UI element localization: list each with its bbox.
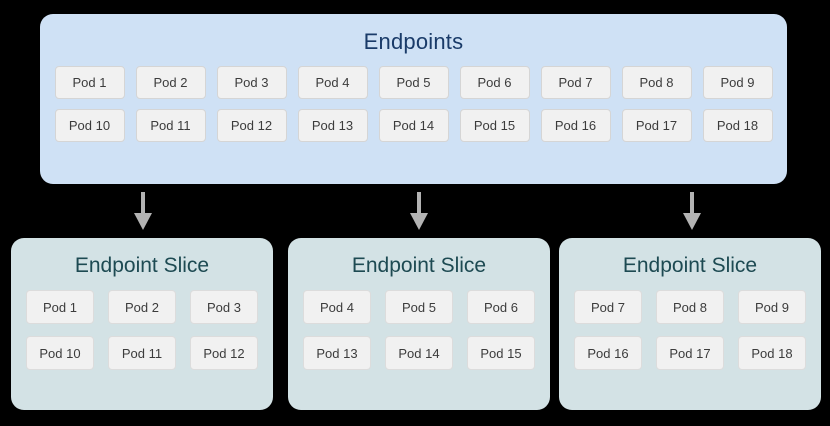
endpoints-pod-row: Pod 10 Pod 11 Pod 12 Pod 13 Pod 14 Pod 1… — [51, 109, 776, 142]
endpoint-slice-pod-row: Pod 1 Pod 2 Pod 3 — [11, 290, 273, 324]
arrow-head — [134, 213, 152, 230]
arrow-down-icon — [683, 192, 701, 230]
pod-chip: Pod 8 — [656, 290, 724, 324]
pod-chip: Pod 12 — [216, 109, 287, 142]
endpoints-title: Endpoints — [363, 29, 464, 54]
pod-chip: Pod 11 — [135, 109, 206, 142]
endpoints-pod-grid: Pod 1 Pod 2 Pod 3 Pod 4 Pod 5 Pod 6 Pod … — [40, 66, 787, 142]
pod-chip: Pod 4 — [297, 66, 368, 99]
endpoint-slice-pod-row: Pod 4 Pod 5 Pod 6 — [288, 290, 550, 324]
pod-chip: Pod 13 — [297, 109, 368, 142]
pod-chip: Pod 11 — [108, 336, 176, 370]
pod-chip: Pod 7 — [574, 290, 642, 324]
endpoint-slice-pod-grid: Pod 1 Pod 2 Pod 3 Pod 10 Pod 11 Pod 12 — [11, 290, 273, 370]
pod-chip: Pod 1 — [26, 290, 94, 324]
endpoint-slice-pod-row: Pod 13 Pod 14 Pod 15 — [288, 336, 550, 370]
endpoint-slice-panel-1: Endpoint Slice Pod 1 Pod 2 Pod 3 Pod 10 … — [11, 238, 273, 410]
arrow-shaft — [417, 192, 421, 216]
pod-chip: Pod 6 — [459, 66, 530, 99]
pod-chip: Pod 10 — [54, 109, 125, 142]
pod-chip: Pod 10 — [26, 336, 94, 370]
pod-chip: Pod 15 — [459, 109, 530, 142]
pod-chip: Pod 16 — [540, 109, 611, 142]
pod-chip: Pod 2 — [108, 290, 176, 324]
arrow-down-icon — [134, 192, 152, 230]
endpoint-slice-panel-3: Endpoint Slice Pod 7 Pod 8 Pod 9 Pod 16 … — [559, 238, 821, 410]
arrow-down-icon — [410, 192, 428, 230]
arrow-head — [410, 213, 428, 230]
endpoint-slice-pod-grid: Pod 4 Pod 5 Pod 6 Pod 13 Pod 14 Pod 15 — [288, 290, 550, 370]
pod-chip: Pod 18 — [702, 109, 773, 142]
pod-chip: Pod 17 — [656, 336, 724, 370]
endpoint-slice-pod-row: Pod 10 Pod 11 Pod 12 — [11, 336, 273, 370]
pod-chip: Pod 1 — [54, 66, 125, 99]
pod-chip: Pod 5 — [385, 290, 453, 324]
endpoint-slice-pod-grid: Pod 7 Pod 8 Pod 9 Pod 16 Pod 17 Pod 18 — [559, 290, 821, 370]
endpoint-slice-title: Endpoint Slice — [74, 254, 210, 277]
pod-chip: Pod 7 — [540, 66, 611, 99]
endpoint-slice-title: Endpoint Slice — [351, 254, 487, 277]
pod-chip: Pod 16 — [574, 336, 642, 370]
pod-chip: Pod 2 — [135, 66, 206, 99]
pod-chip: Pod 14 — [378, 109, 449, 142]
pod-chip: Pod 17 — [621, 109, 692, 142]
pod-chip: Pod 6 — [467, 290, 535, 324]
endpoint-slice-panel-2: Endpoint Slice Pod 4 Pod 5 Pod 6 Pod 13 … — [288, 238, 550, 410]
endpoints-pod-row: Pod 1 Pod 2 Pod 3 Pod 4 Pod 5 Pod 6 Pod … — [51, 66, 776, 99]
arrow-shaft — [141, 192, 145, 216]
pod-chip: Pod 3 — [190, 290, 258, 324]
pod-chip: Pod 9 — [738, 290, 806, 324]
pod-chip: Pod 5 — [378, 66, 449, 99]
pod-chip: Pod 3 — [216, 66, 287, 99]
pod-chip: Pod 18 — [738, 336, 806, 370]
pod-chip: Pod 14 — [385, 336, 453, 370]
endpoint-slice-pod-row: Pod 16 Pod 17 Pod 18 — [559, 336, 821, 370]
pod-chip: Pod 9 — [702, 66, 773, 99]
arrow-head — [683, 213, 701, 230]
pod-chip: Pod 13 — [303, 336, 371, 370]
pod-chip: Pod 4 — [303, 290, 371, 324]
pod-chip: Pod 8 — [621, 66, 692, 99]
pod-chip: Pod 15 — [467, 336, 535, 370]
endpoints-panel: Endpoints Pod 1 Pod 2 Pod 3 Pod 4 Pod 5 … — [40, 14, 787, 184]
pod-chip: Pod 12 — [190, 336, 258, 370]
arrow-shaft — [690, 192, 694, 216]
endpoint-slice-title: Endpoint Slice — [622, 254, 758, 277]
endpoint-slice-pod-row: Pod 7 Pod 8 Pod 9 — [559, 290, 821, 324]
